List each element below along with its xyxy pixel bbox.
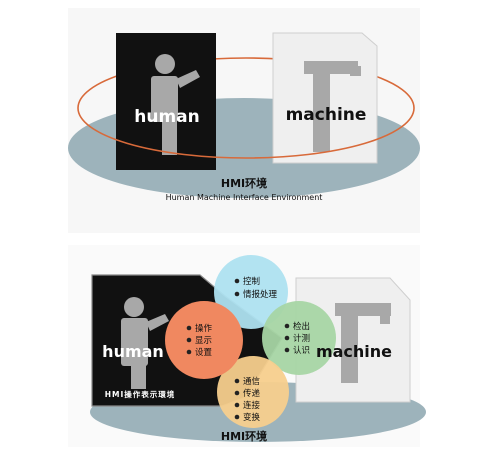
bubble-sensing-circle — [262, 301, 336, 375]
bubble-communication: 通信 传递 连接 变换 — [217, 356, 289, 428]
machine-label: machine — [286, 105, 367, 125]
bottom-machine-label: machine — [316, 342, 392, 361]
bubble-item: 设置 — [195, 347, 213, 358]
bubble-operation: 操作 显示 设置 — [165, 301, 243, 379]
bubble-item: 情报处理 — [243, 289, 278, 300]
bullet-icon — [234, 402, 240, 408]
bubble-item: 连接 — [243, 400, 261, 411]
human-card: human — [116, 33, 216, 170]
bottom-human-figure-icon — [121, 297, 169, 389]
bubble-item: 变换 — [243, 412, 261, 423]
bottom-machine-figure-icon — [335, 303, 391, 383]
bottom-caption: HMI环境 — [221, 429, 267, 443]
top-caption-subtitle: Human Machine Interface Environment — [166, 193, 323, 202]
bullet-icon — [284, 347, 290, 353]
bubble-control: 控制 情报处理 — [214, 255, 288, 329]
bubble-item: 认识 — [293, 345, 310, 356]
bullet-icon — [186, 337, 192, 343]
bottom-panel: human HMI操作表示環境 控制 情报处理 检出 计测 认识 通信 传递 — [90, 255, 426, 443]
orbit-ring-back — [77, 57, 415, 109]
bubble-item: 操作 — [195, 323, 213, 334]
top-panel: human machine HMI环境 Human Machine Interf… — [68, 32, 420, 202]
machine-card: machine — [272, 32, 378, 164]
bubble-item: 传递 — [243, 388, 261, 399]
bubble-control-circle — [214, 255, 288, 329]
bullet-icon — [186, 349, 192, 355]
bullet-icon — [284, 323, 290, 329]
bubble-item: 检出 — [293, 321, 310, 332]
bubble-operation-circle — [165, 301, 243, 379]
bubble-communication-circle — [217, 356, 289, 428]
bubble-sensing: 检出 计测 认识 — [262, 301, 336, 375]
bubble-item: 控制 — [243, 276, 260, 287]
bubble-item: 显示 — [195, 336, 212, 346]
bullet-icon — [234, 291, 240, 297]
bullet-icon — [234, 414, 240, 420]
orbit-ring-front — [77, 107, 415, 159]
bottom-machine-card — [295, 277, 411, 403]
bubble-item: 计测 — [293, 333, 310, 344]
machine-figure-icon — [304, 61, 361, 152]
human-figure-icon — [151, 54, 200, 155]
hmi-environment-label: HMI操作表示環境 — [105, 389, 176, 399]
bullet-icon — [234, 278, 240, 284]
human-label: human — [134, 107, 200, 127]
bullet-icon — [284, 335, 290, 341]
bottom-human-label: human — [102, 342, 164, 361]
bubble-item: 通信 — [243, 376, 261, 387]
bullet-icon — [234, 390, 240, 396]
bullet-icon — [234, 378, 240, 384]
bullet-icon — [186, 325, 192, 331]
top-caption-title: HMI环境 — [221, 176, 267, 190]
